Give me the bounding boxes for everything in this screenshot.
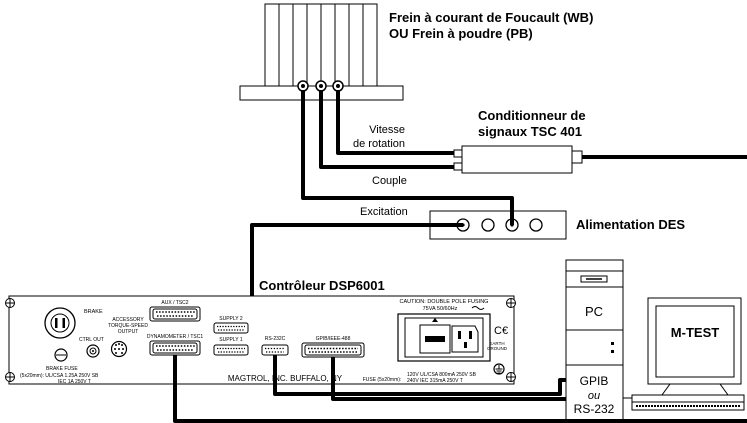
gpib-label: GPIB (580, 374, 609, 388)
controller-title: Contrôleur DSP6001 (259, 278, 385, 293)
brake-outlet (44, 307, 76, 339)
tsc-title-line1: Conditionneur de (478, 108, 586, 123)
ou-label: ou (588, 390, 600, 402)
rs232-cable (273, 355, 566, 396)
aux-tsc2-connector (149, 306, 201, 322)
earth-label-line1: EARTH (489, 341, 504, 346)
gpib-connector (301, 342, 365, 358)
pc-label: PC (585, 304, 603, 319)
dynamometer-cable (173, 355, 747, 423)
panel-screw (506, 298, 516, 308)
tsc-title-line2: signaux TSC 401 (478, 124, 582, 139)
fuse-spec-line1: 120V UL/CSA 800mA 250V SB (407, 372, 477, 378)
supply2-connector (213, 322, 249, 334)
aux-label: AUX / TSC2 (161, 300, 188, 306)
maker-label: MAGTROL, INC. BUFFALO, NY (228, 374, 343, 383)
fuse-spec-label: FUSE (5x20mm): (363, 377, 402, 383)
dsp6001-panel: BRAKE BRAKE FUSE CTRL OUT ACCESSORY TORQ… (5, 295, 516, 385)
fuse-spec-line2: 240V IEC 315mA 250V T (407, 378, 463, 384)
caution-line1: CAUTION: DOUBLE POLE FUSING (400, 299, 489, 305)
brake-title-line2: OU Frein à poudre (PB) (389, 26, 533, 41)
brake-fuse (54, 348, 68, 362)
dyno-label: DYNAMOMETER / TSC1 (147, 334, 204, 340)
supply1-connector (213, 344, 249, 356)
brake-title-line1: Frein à courant de Foucault (WB) (389, 10, 593, 25)
des-title: Alimentation DES (576, 217, 685, 232)
brake-fuse-spec-line1: (5x20mm): UL/CSA 1.25A 250V SB (20, 373, 99, 379)
gpib-ieee-label: GPIB/IEEE-488 (316, 336, 351, 342)
brake-fuse-spec-line2: IEC 1A 250V T (58, 379, 91, 385)
speed-cable (336, 90, 454, 155)
ctrl-out-connector (86, 344, 100, 358)
rs232-label: RS-232 (574, 402, 615, 416)
supply2-label: SUPPLY 2 (219, 316, 243, 322)
mtest-label: M-TEST (671, 325, 719, 340)
brake-label: BRAKE (84, 309, 103, 315)
panel-screw (506, 372, 516, 382)
torque-cable (319, 90, 454, 169)
earth-ground-terminal (493, 363, 505, 375)
supply1-label: SUPPLY 1 (219, 337, 243, 343)
rs232c-label: RS-232C (265, 336, 286, 342)
ac-wave-icon (471, 306, 485, 310)
accessory-label-line3: OUTPUT (118, 329, 139, 335)
brake-unit (239, 3, 404, 101)
speed-label-line1: Vitesse (369, 124, 405, 136)
rs232c-connector (261, 344, 289, 356)
panel-screw (5, 372, 15, 382)
power-entry-module (397, 313, 491, 362)
accessory-din-connector (110, 340, 128, 358)
torque-label: Couple (372, 175, 407, 187)
accessory-label-line2: TORQUE-SPEED (108, 323, 148, 329)
ce-mark: C€ (494, 325, 508, 337)
brake-fuse-label: BRAKE FUSE (46, 366, 78, 372)
excitation-label: Excitation (360, 206, 408, 218)
excitation-cable (301, 90, 514, 225)
monitor (623, 297, 745, 411)
ctrl-out-label: CTRL OUT (79, 337, 104, 343)
speed-label-line2: de rotation (353, 138, 405, 150)
tsc401-conditioner (453, 145, 583, 174)
gpib-cable (331, 357, 566, 401)
panel-screw (5, 298, 15, 308)
caution-line2: 75VA 50/60Hz (423, 306, 458, 312)
dynamometer-tsc1-connector (149, 340, 201, 356)
accessory-label-line1: ACCESSORY (112, 317, 144, 323)
earth-label-line2: GROUND (487, 346, 508, 351)
pc-tower (565, 259, 624, 423)
